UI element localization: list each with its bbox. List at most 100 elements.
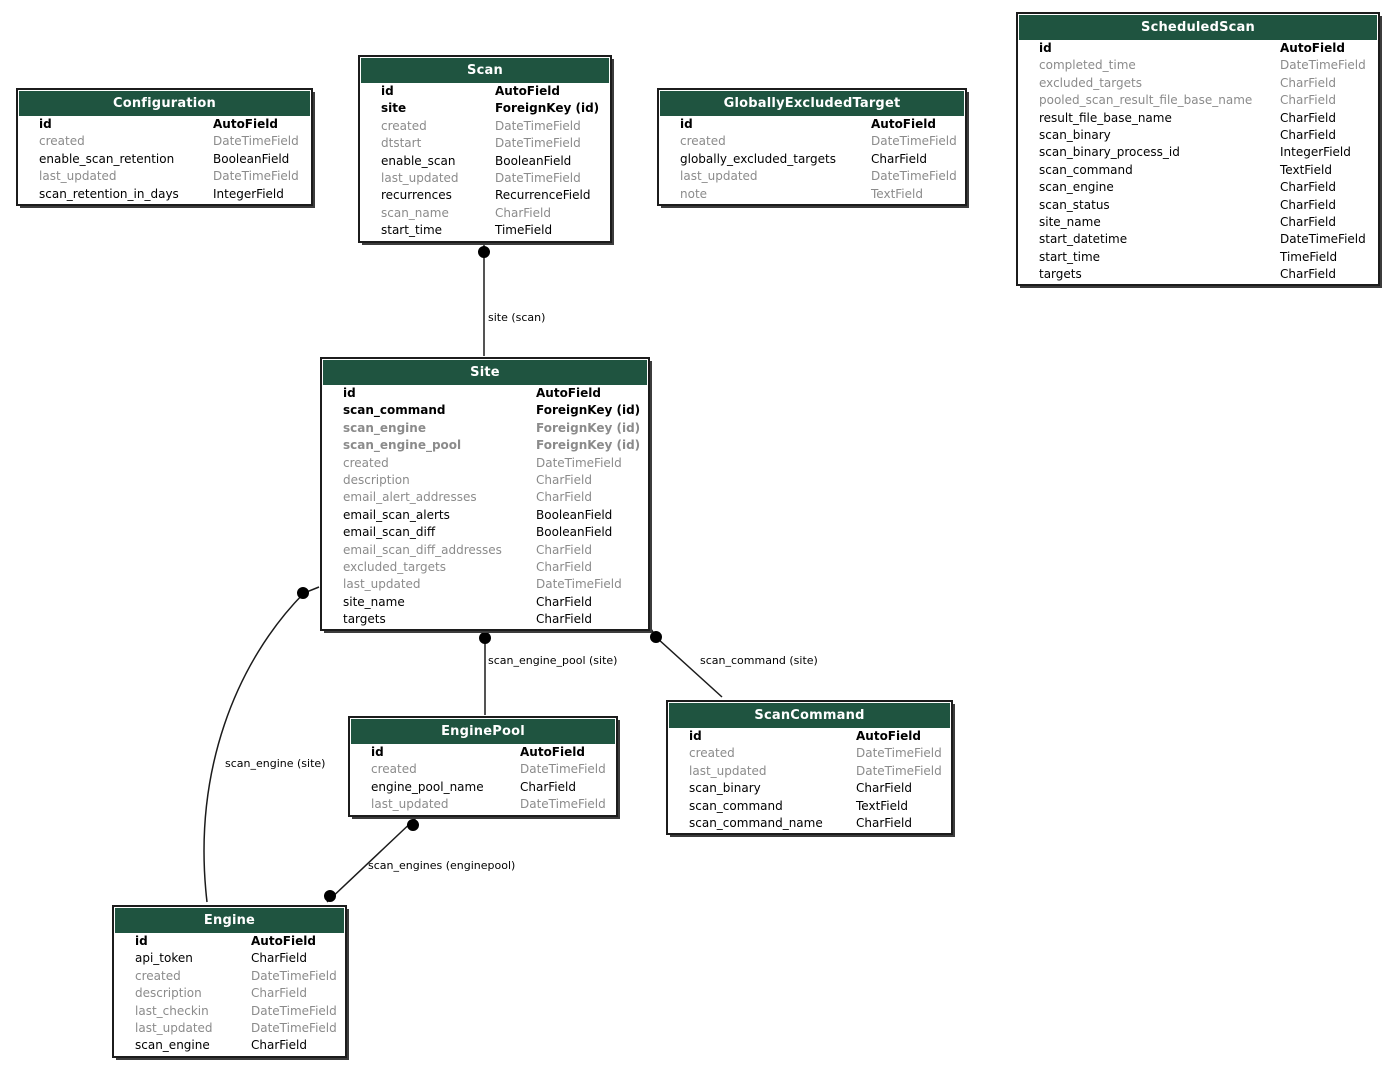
- field-type: AutoField: [871, 117, 936, 131]
- field-name: created: [135, 968, 181, 983]
- field-name: description: [135, 986, 202, 1001]
- field-type: CharField: [856, 815, 912, 830]
- field-name: scan_engine: [343, 420, 426, 435]
- field-name: scan_engine: [135, 1038, 210, 1053]
- field-type: ForeignKey (id): [536, 420, 641, 435]
- field-type: DateTimeField: [495, 118, 581, 133]
- table-title: Scan: [361, 58, 609, 83]
- field-type: ForeignKey (id): [495, 101, 600, 116]
- field-name: created: [381, 118, 427, 133]
- field-type: CharField: [536, 490, 592, 505]
- edge-site-engine: [203, 586, 320, 903]
- field-name: scan_command_name: [689, 815, 823, 830]
- field-name: globally_excluded_targets: [680, 151, 836, 166]
- edge-label-scan-command: scan_command (site): [700, 654, 818, 667]
- field-row: scan_engine ForeignKey (id): [323, 420, 647, 437]
- field-type: CharField: [1280, 93, 1336, 108]
- field-name: start_datetime: [1039, 232, 1128, 247]
- edge-endpoint-dot: [478, 246, 490, 258]
- edge-endpoint-dot: [324, 890, 336, 902]
- field-name: last_updated: [381, 170, 459, 185]
- table-title: Configuration: [19, 91, 310, 116]
- field-name: recurrences: [381, 188, 452, 203]
- field-name: last_updated: [680, 169, 758, 184]
- field-type: TextField: [856, 798, 908, 813]
- field-type: TimeField: [1280, 249, 1338, 264]
- field-type: DateTimeField: [213, 134, 299, 149]
- field-name: id: [343, 386, 356, 400]
- field-type: DateTimeField: [536, 455, 622, 470]
- field-name: id: [39, 117, 52, 131]
- field-type: RecurrenceField: [495, 188, 591, 203]
- field-name: targets: [1039, 267, 1082, 282]
- field-type: DateTimeField: [495, 170, 581, 185]
- edge-endpoint-dot: [479, 632, 491, 644]
- field-name: enable_scan: [381, 153, 456, 168]
- field-name: api_token: [135, 951, 193, 966]
- field-type: DateTimeField: [536, 577, 622, 592]
- field-name: note: [680, 186, 708, 201]
- field-name: pooled_scan_result_file_base_name: [1039, 93, 1253, 108]
- field-type: CharField: [1280, 110, 1336, 125]
- field-type: BooleanField: [536, 525, 613, 540]
- field-row: pooled_scan_result_file_base_name CharFie…: [1019, 92, 1377, 109]
- field-type: IntegerField: [213, 186, 284, 201]
- field-name: scan_binary: [689, 781, 761, 796]
- field-name: id: [371, 745, 384, 759]
- field-name: created: [680, 134, 726, 149]
- field-type: CharField: [1280, 127, 1336, 142]
- field-name: email_alert_addresses: [343, 490, 477, 505]
- field-type: CharField: [1280, 180, 1336, 195]
- edge-label-scan-engine-pool: scan_engine_pool (site): [488, 654, 618, 667]
- field-type: CharField: [520, 779, 576, 794]
- field-name: scan_engine_pool: [343, 438, 462, 453]
- field-type: CharField: [536, 594, 592, 609]
- edge-label-scan-engine: scan_engine (site): [225, 757, 326, 770]
- field-name: scan_binary_process_id: [1039, 145, 1180, 160]
- field-type: DateTimeField: [856, 763, 942, 778]
- field-type: BooleanField: [536, 507, 613, 522]
- edge-label-scan-engines: scan_engines (enginepool): [368, 859, 516, 872]
- field-type: TimeField: [495, 223, 553, 238]
- field-type: TextField: [871, 186, 923, 201]
- field-name: last_checkin: [135, 1003, 209, 1018]
- field-type: CharField: [536, 472, 592, 487]
- field-type: CharField: [536, 559, 592, 574]
- field-type: DateTimeField: [871, 134, 957, 149]
- edge-endpoint-dot: [297, 587, 309, 599]
- field-name: start_time: [381, 223, 443, 238]
- field-type: DateTimeField: [520, 797, 606, 812]
- table-title: GloballyExcludedTarget: [660, 91, 964, 116]
- field-name: last_updated: [135, 1020, 213, 1035]
- field-name: created: [689, 746, 735, 761]
- field-name: site_name: [343, 594, 405, 609]
- field-type: DateTimeField: [856, 746, 942, 761]
- field-name: id: [381, 84, 394, 98]
- field-type: CharField: [495, 205, 551, 220]
- field-type: CharField: [1280, 214, 1336, 229]
